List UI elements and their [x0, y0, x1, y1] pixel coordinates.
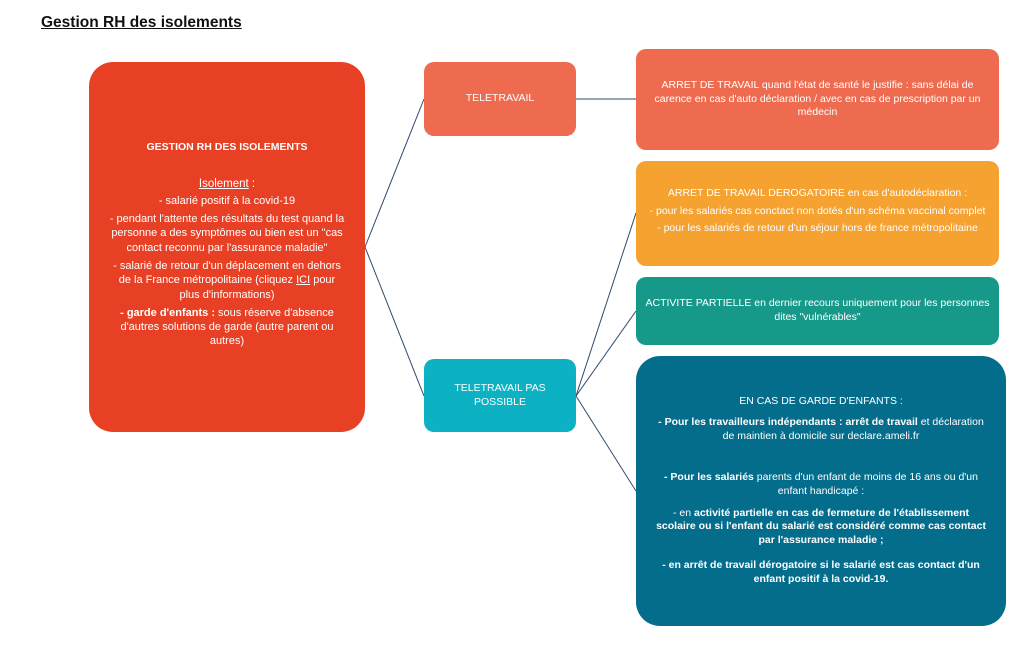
garde-salaries: - Pour les salariés parents d'un enfant … — [654, 471, 988, 498]
activite-bold: activité partielle en cas de fermeture d… — [656, 506, 986, 546]
arret-travail-text: ARRET DE TRAVAIL quand l'état de santé l… — [654, 79, 981, 119]
connector-main-teletravail-np — [364, 246, 425, 397]
isolement-colon: : — [248, 177, 256, 190]
garde-activite-partielle: - en activité partielle en cas de fermet… — [654, 507, 988, 548]
salaries-bold: - Pour les salariés — [664, 471, 754, 484]
connector-main-teletravail — [364, 98, 425, 248]
activite-pre: - en — [672, 506, 694, 519]
gestion-rh-box: GESTION RH DES ISOLEMENTS Isolement : - … — [89, 62, 365, 432]
independants-bold: - Pour les travailleurs indépendants : a… — [658, 415, 918, 428]
isolement-heading: Isolement : — [109, 177, 345, 192]
activite-partielle-box: ACTIVITE PARTIELLE en dernier recours un… — [636, 277, 999, 345]
isolement-item-deplacement: - salarié de retour d'un déplacement en … — [109, 259, 345, 302]
garde-arret-text: - en arrêt de travail dérogatoire si le … — [662, 559, 980, 586]
arret-derogatoire-box: ARRET DE TRAVAIL DEROGATOIRE en cas d'au… — [636, 161, 999, 266]
connector-np-garde — [575, 395, 637, 492]
connector-np-derogatoire — [575, 212, 637, 397]
deplacement-text-pre: - salarié de retour d'un déplacement en … — [113, 259, 341, 287]
derogatoire-title: ARRET DE TRAVAIL DEROGATOIRE en cas d'au… — [667, 187, 968, 200]
teletravail-pas-possible-label: TELETRAVAIL PAS POSSIBLE — [454, 381, 546, 408]
isolement-label: Isolement — [198, 177, 249, 190]
garde-rest: sous réserve d'absence d'autres solution… — [120, 306, 334, 348]
garde-enfants-title: EN CAS DE GARDE D'ENFANTS : — [739, 395, 903, 408]
isolement-item-garde: - garde d'enfants : sous réserve d'absen… — [109, 306, 345, 349]
teletravail-pas-possible-box: TELETRAVAIL PAS POSSIBLE — [424, 359, 576, 432]
salaries-rest: parents d'un enfant de moins de 16 ans o… — [753, 471, 978, 497]
independants-rest: et déclaration de maintien à domicile su… — [722, 415, 984, 442]
page-title: Gestion RH des isolements — [41, 14, 242, 31]
activite-partielle-text: ACTIVITE PARTIELLE en dernier recours un… — [645, 297, 990, 323]
derogatoire-item-retour: - pour les salariés de retour d'un séjou… — [657, 222, 978, 235]
gestion-rh-heading: GESTION RH DES ISOLEMENTS — [146, 141, 308, 154]
teletravail-label: TELETRAVAIL — [465, 92, 535, 105]
connector-np-activite — [575, 310, 637, 397]
isolement-item-attente: - pendant l'attente des résultats du tes… — [109, 213, 345, 254]
garde-arret-derogatoire: - en arrêt de travail dérogatoire si le … — [654, 559, 988, 586]
garde-independants: - Pour les travailleurs indépendants : a… — [654, 416, 988, 443]
isolement-item-positif: - salarié positif à la covid-19 — [158, 194, 296, 207]
garde-bold: - garde d'enfants : — [120, 306, 215, 319]
teletravail-box: TELETRAVAIL — [424, 62, 576, 136]
arret-travail-box: ARRET DE TRAVAIL quand l'état de santé l… — [636, 49, 999, 150]
derogatoire-item-contact: - pour les salariés cas conctact non dot… — [649, 204, 986, 217]
ici-link[interactable]: ICI — [296, 274, 311, 287]
garde-enfants-box: EN CAS DE GARDE D'ENFANTS : - Pour les t… — [636, 356, 1006, 626]
deplacement-text-post: pour plus d'informations) — [179, 274, 336, 301]
